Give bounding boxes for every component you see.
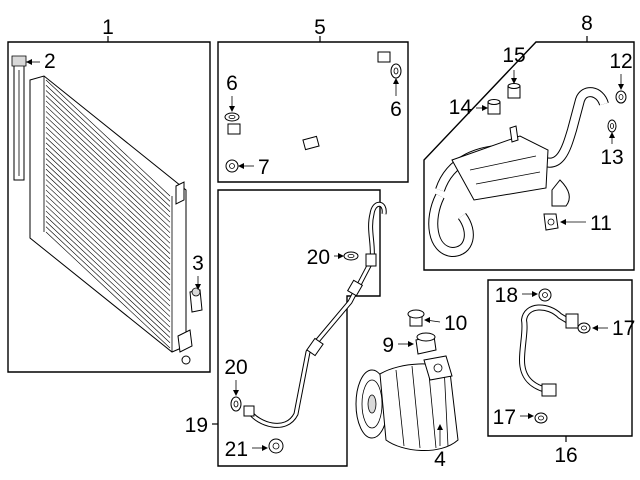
callout-2: 2	[44, 50, 56, 73]
condenser-fin	[45, 132, 171, 249]
condenser-fin	[45, 168, 171, 286]
callout-12: 12	[609, 50, 632, 73]
callout-20b: 20	[224, 356, 247, 379]
callout-17b: 17	[493, 406, 516, 429]
nut-7	[225, 159, 239, 173]
callout-15: 15	[502, 44, 525, 67]
condenser-fin	[45, 111, 171, 228]
callout-13: 13	[600, 146, 623, 169]
condenser-fin	[45, 216, 171, 333]
callout-14: 14	[449, 96, 473, 119]
condenser-fin	[45, 85, 171, 202]
callout-1: 1	[102, 16, 114, 39]
callout-6b: 6	[390, 98, 402, 121]
condenser-fin	[45, 105, 171, 223]
o-ring-20b	[230, 396, 242, 412]
condenser-fin	[45, 195, 171, 312]
group-box-line-5	[217, 36, 409, 183]
condenser-fin	[45, 153, 171, 270]
callout-10: 10	[444, 312, 467, 335]
condenser-fin	[45, 137, 171, 254]
compressor	[355, 355, 459, 451]
condenser-fin	[45, 179, 171, 296]
callout-19: 19	[185, 414, 208, 437]
condenser-fin	[45, 100, 171, 218]
callout-21: 21	[225, 438, 248, 461]
condenser	[29, 75, 193, 365]
cap-14	[487, 99, 501, 115]
condenser-fin	[45, 126, 171, 244]
condenser-fin	[45, 210, 171, 328]
callout-6a: 6	[226, 72, 238, 95]
callout-16: 16	[554, 444, 577, 467]
condenser-fin	[45, 231, 171, 349]
clip-11	[543, 213, 559, 231]
discharge-line	[227, 51, 391, 153]
condenser-fin	[45, 163, 171, 281]
condenser-fin	[45, 79, 171, 197]
group-box-hose-8	[423, 36, 635, 271]
callout-11: 11	[590, 212, 612, 235]
group-box-line-16	[487, 279, 633, 442]
condenser-fin	[45, 158, 171, 275]
cap-18	[538, 288, 552, 302]
callout-9: 9	[382, 334, 394, 357]
valve-10	[407, 309, 425, 327]
o-ring-6b	[390, 63, 402, 79]
fitting-15	[507, 83, 521, 99]
condenser-fin	[45, 221, 171, 338]
condenser-fin	[45, 121, 171, 239]
o-ring-17a	[577, 322, 591, 334]
o-ring-12	[615, 90, 627, 104]
o-ring-6a	[224, 112, 240, 122]
o-ring-20a	[343, 251, 359, 261]
callout-7: 7	[258, 156, 270, 179]
condenser-fin	[45, 142, 171, 260]
condenser-fin	[45, 174, 171, 291]
callout-3: 3	[192, 252, 204, 275]
leader-lines	[26, 59, 624, 451]
condenser-fin	[45, 184, 171, 302]
callout-5: 5	[314, 16, 326, 39]
receiver-drier	[11, 55, 27, 181]
liquid-line	[243, 201, 387, 428]
pressure-line	[518, 304, 579, 397]
nut-21	[268, 438, 284, 454]
o-ring-17b	[534, 412, 548, 424]
callout-20a: 20	[307, 246, 330, 269]
condenser-fin	[45, 147, 171, 265]
callout-4: 4	[434, 448, 446, 471]
condenser-fin	[45, 95, 171, 212]
condenser-fin	[45, 200, 171, 317]
callout-8: 8	[581, 12, 593, 35]
group-box-condenser	[7, 36, 211, 373]
valve-9	[415, 332, 437, 355]
condenser-fin	[45, 90, 171, 207]
suction-hose	[428, 87, 609, 258]
condenser-fin	[45, 205, 171, 323]
drier-plug	[189, 287, 203, 313]
callout-18: 18	[495, 284, 518, 307]
condenser-fin	[45, 189, 171, 307]
condenser-fin	[45, 226, 171, 343]
group-box-line-19	[212, 189, 381, 467]
callout-17a: 17	[612, 317, 635, 340]
o-ring-13	[607, 119, 617, 133]
condenser-fin	[45, 116, 171, 233]
